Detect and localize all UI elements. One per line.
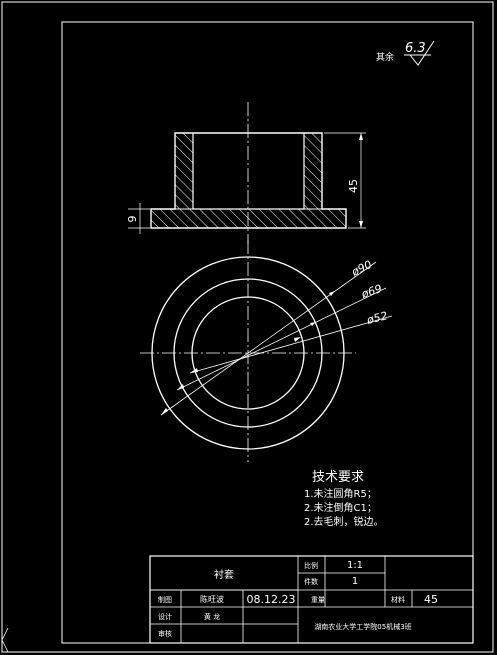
inner-frame-border — [61, 21, 474, 644]
plan-view: ø90 ø69 ø52 — [140, 240, 393, 462]
qty-label: 件数 — [304, 577, 318, 586]
notes-item-3: 2.去毛刺，锐边。 — [304, 515, 384, 528]
qty-value: 1 — [352, 576, 358, 587]
drawn-name: 陈旺波 — [200, 594, 224, 604]
material-label: 材料 — [391, 595, 405, 604]
part-name: 衬套 — [214, 568, 234, 581]
notes-title: 技术要求 — [312, 470, 364, 485]
check-label: 审核 — [158, 629, 172, 638]
dim-flange-thickness: 9 — [126, 203, 150, 234]
school-name: 湖南农业大学工学院05机械3班 — [314, 622, 411, 631]
design-name: 黄 龙 — [204, 612, 220, 621]
leader-inner — [189, 315, 393, 374]
scale-value: 1:1 — [347, 560, 363, 571]
scale-label: 比例 — [304, 561, 318, 570]
drawn-label: 制图 — [158, 595, 172, 604]
weight-label: 重量 — [311, 596, 325, 604]
section-hatch-flange — [150, 208, 347, 229]
section-outline — [150, 132, 347, 229]
section-hatch-left — [174, 132, 194, 210]
section-view — [150, 102, 347, 244]
dim-dia-inner: ø52 — [365, 309, 389, 327]
circle-outer — [151, 256, 345, 450]
title-block: 衬套 比例 1:1 件数 1 制图 陈旺波 08.12.23 重量 材料 45 … — [149, 555, 474, 644]
design-label: 设计 — [158, 612, 172, 621]
roughness-symbol-icon — [404, 40, 435, 66]
material-value: 45 — [424, 593, 438, 606]
leader-outer — [160, 261, 377, 416]
technical-notes: 技术要求 1.未注圆角R5； 2.未注倒角C1； 2.去毛刺，锐边。 — [304, 470, 384, 528]
dim-height-total-text: 45 — [347, 179, 360, 193]
circle-middle — [173, 278, 323, 428]
notes-item-2: 2.未注倒角C1； — [304, 501, 377, 514]
dim-dia-outer: ø90 — [349, 258, 374, 279]
notes-item-1: 1.未注圆角R5； — [304, 487, 377, 500]
leader-middle — [176, 287, 387, 391]
roughness-label: 其余 — [376, 51, 394, 63]
dim-flange-thickness-text: 9 — [126, 216, 139, 223]
drawn-date: 08.12.23 — [247, 593, 296, 606]
dim-dia-middle: ø69 — [359, 282, 384, 301]
roughness-value: 6.3 — [405, 41, 426, 56]
section-hatch-right — [303, 132, 323, 210]
ucs-corner-icon — [1, 627, 9, 653]
circle-inner — [191, 296, 305, 410]
dim-height-total: 45 — [324, 132, 366, 229]
